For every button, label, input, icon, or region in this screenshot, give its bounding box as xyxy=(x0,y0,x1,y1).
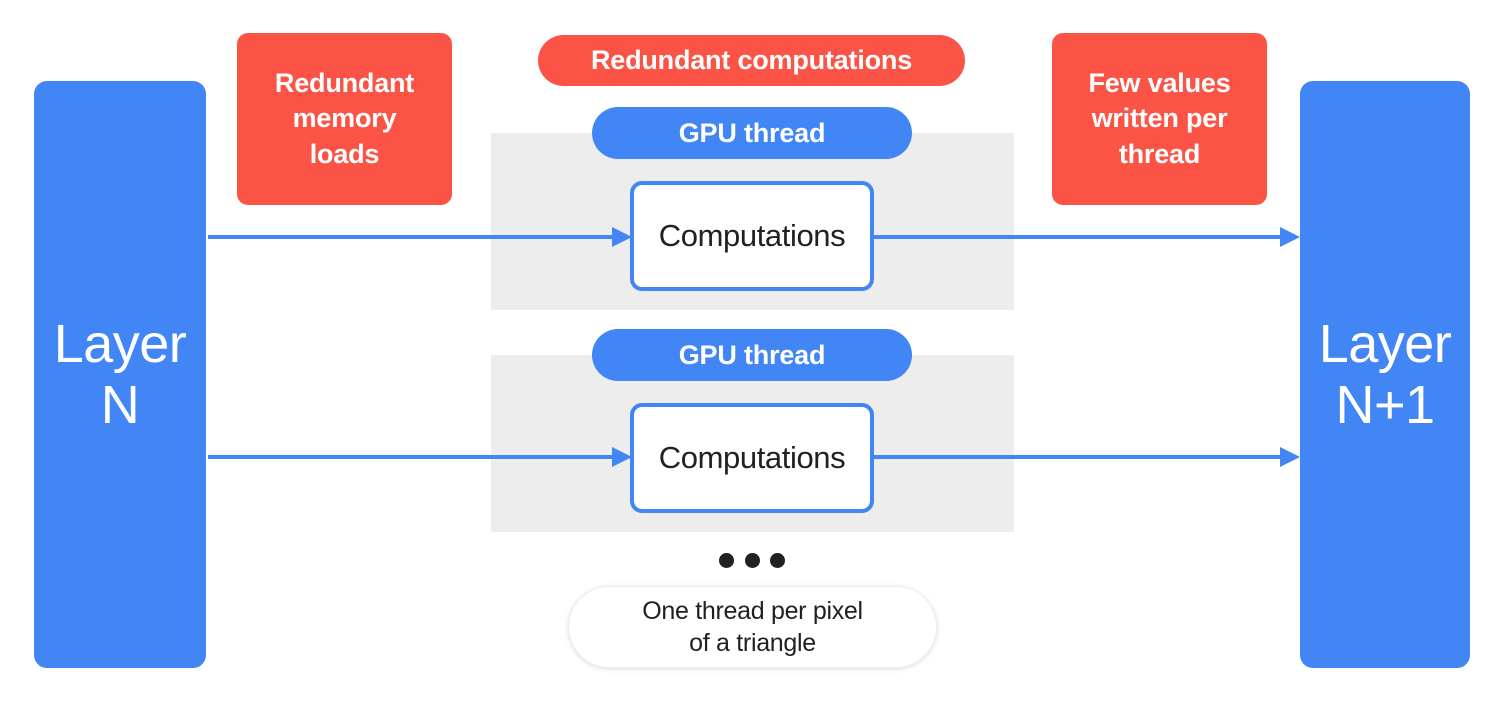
computations-box-1: Computations xyxy=(630,181,874,291)
layer-n-label: Layer N xyxy=(54,314,187,435)
gpu-thread-pill-2-label: GPU thread xyxy=(678,339,826,370)
annotation-written-line2: written per xyxy=(1091,103,1228,134)
computations-box-2-label: Computations xyxy=(658,440,846,475)
annotation-memory-line1: Redundant xyxy=(274,67,415,98)
computations-box-2: Computations xyxy=(630,403,874,513)
annotation-memory-line2: memory xyxy=(292,103,397,134)
gpu-thread-pill-1: GPU thread xyxy=(592,107,912,159)
annotation-redundant-computations-label: Redundant computations xyxy=(590,45,913,75)
ellipsis-dot-1 xyxy=(719,552,734,568)
layer-n-plus-1-label: Layer N+1 xyxy=(1319,314,1452,435)
layer-n-label-line2: N xyxy=(100,374,140,435)
annotation-few-values-written-text: Few values written per thread xyxy=(1088,66,1230,173)
gpu-thread-pill-2: GPU thread xyxy=(592,329,912,381)
ellipsis-dot-2 xyxy=(744,552,760,568)
layer-n-plus-1-label-line1: Layer xyxy=(1318,314,1452,375)
gpu-thread-pill-1-label: GPU thread xyxy=(678,117,826,148)
annotation-memory-line3: loads xyxy=(309,138,380,169)
annotation-redundant-computations: Redundant computations xyxy=(538,35,965,86)
ellipsis-dots-icon xyxy=(719,551,785,569)
layer-n-plus-1-block: Layer N+1 xyxy=(1300,81,1470,668)
layer-n-label-line1: Layer xyxy=(53,314,187,375)
annotation-redundant-memory-loads: Redundant memory loads xyxy=(237,33,452,205)
annotation-few-values-written: Few values written per thread xyxy=(1052,33,1267,205)
computations-box-1-label: Computations xyxy=(658,218,846,253)
layer-n-plus-1-label-line2: N+1 xyxy=(1335,374,1435,435)
thread-caption-line1: One thread per pixel xyxy=(642,597,863,625)
annotation-redundant-memory-loads-text: Redundant memory loads xyxy=(275,66,414,173)
annotation-written-line1: Few values xyxy=(1088,67,1231,98)
thread-caption-pill: One thread per pixel of a triangle xyxy=(568,586,937,668)
thread-caption-line2: of a triangle xyxy=(689,629,816,657)
layer-n-block: Layer N xyxy=(34,81,206,668)
annotation-written-line3: thread xyxy=(1118,138,1201,169)
thread-caption-text: One thread per pixel of a triangle xyxy=(642,595,863,659)
ellipsis-dot-3 xyxy=(770,552,785,568)
